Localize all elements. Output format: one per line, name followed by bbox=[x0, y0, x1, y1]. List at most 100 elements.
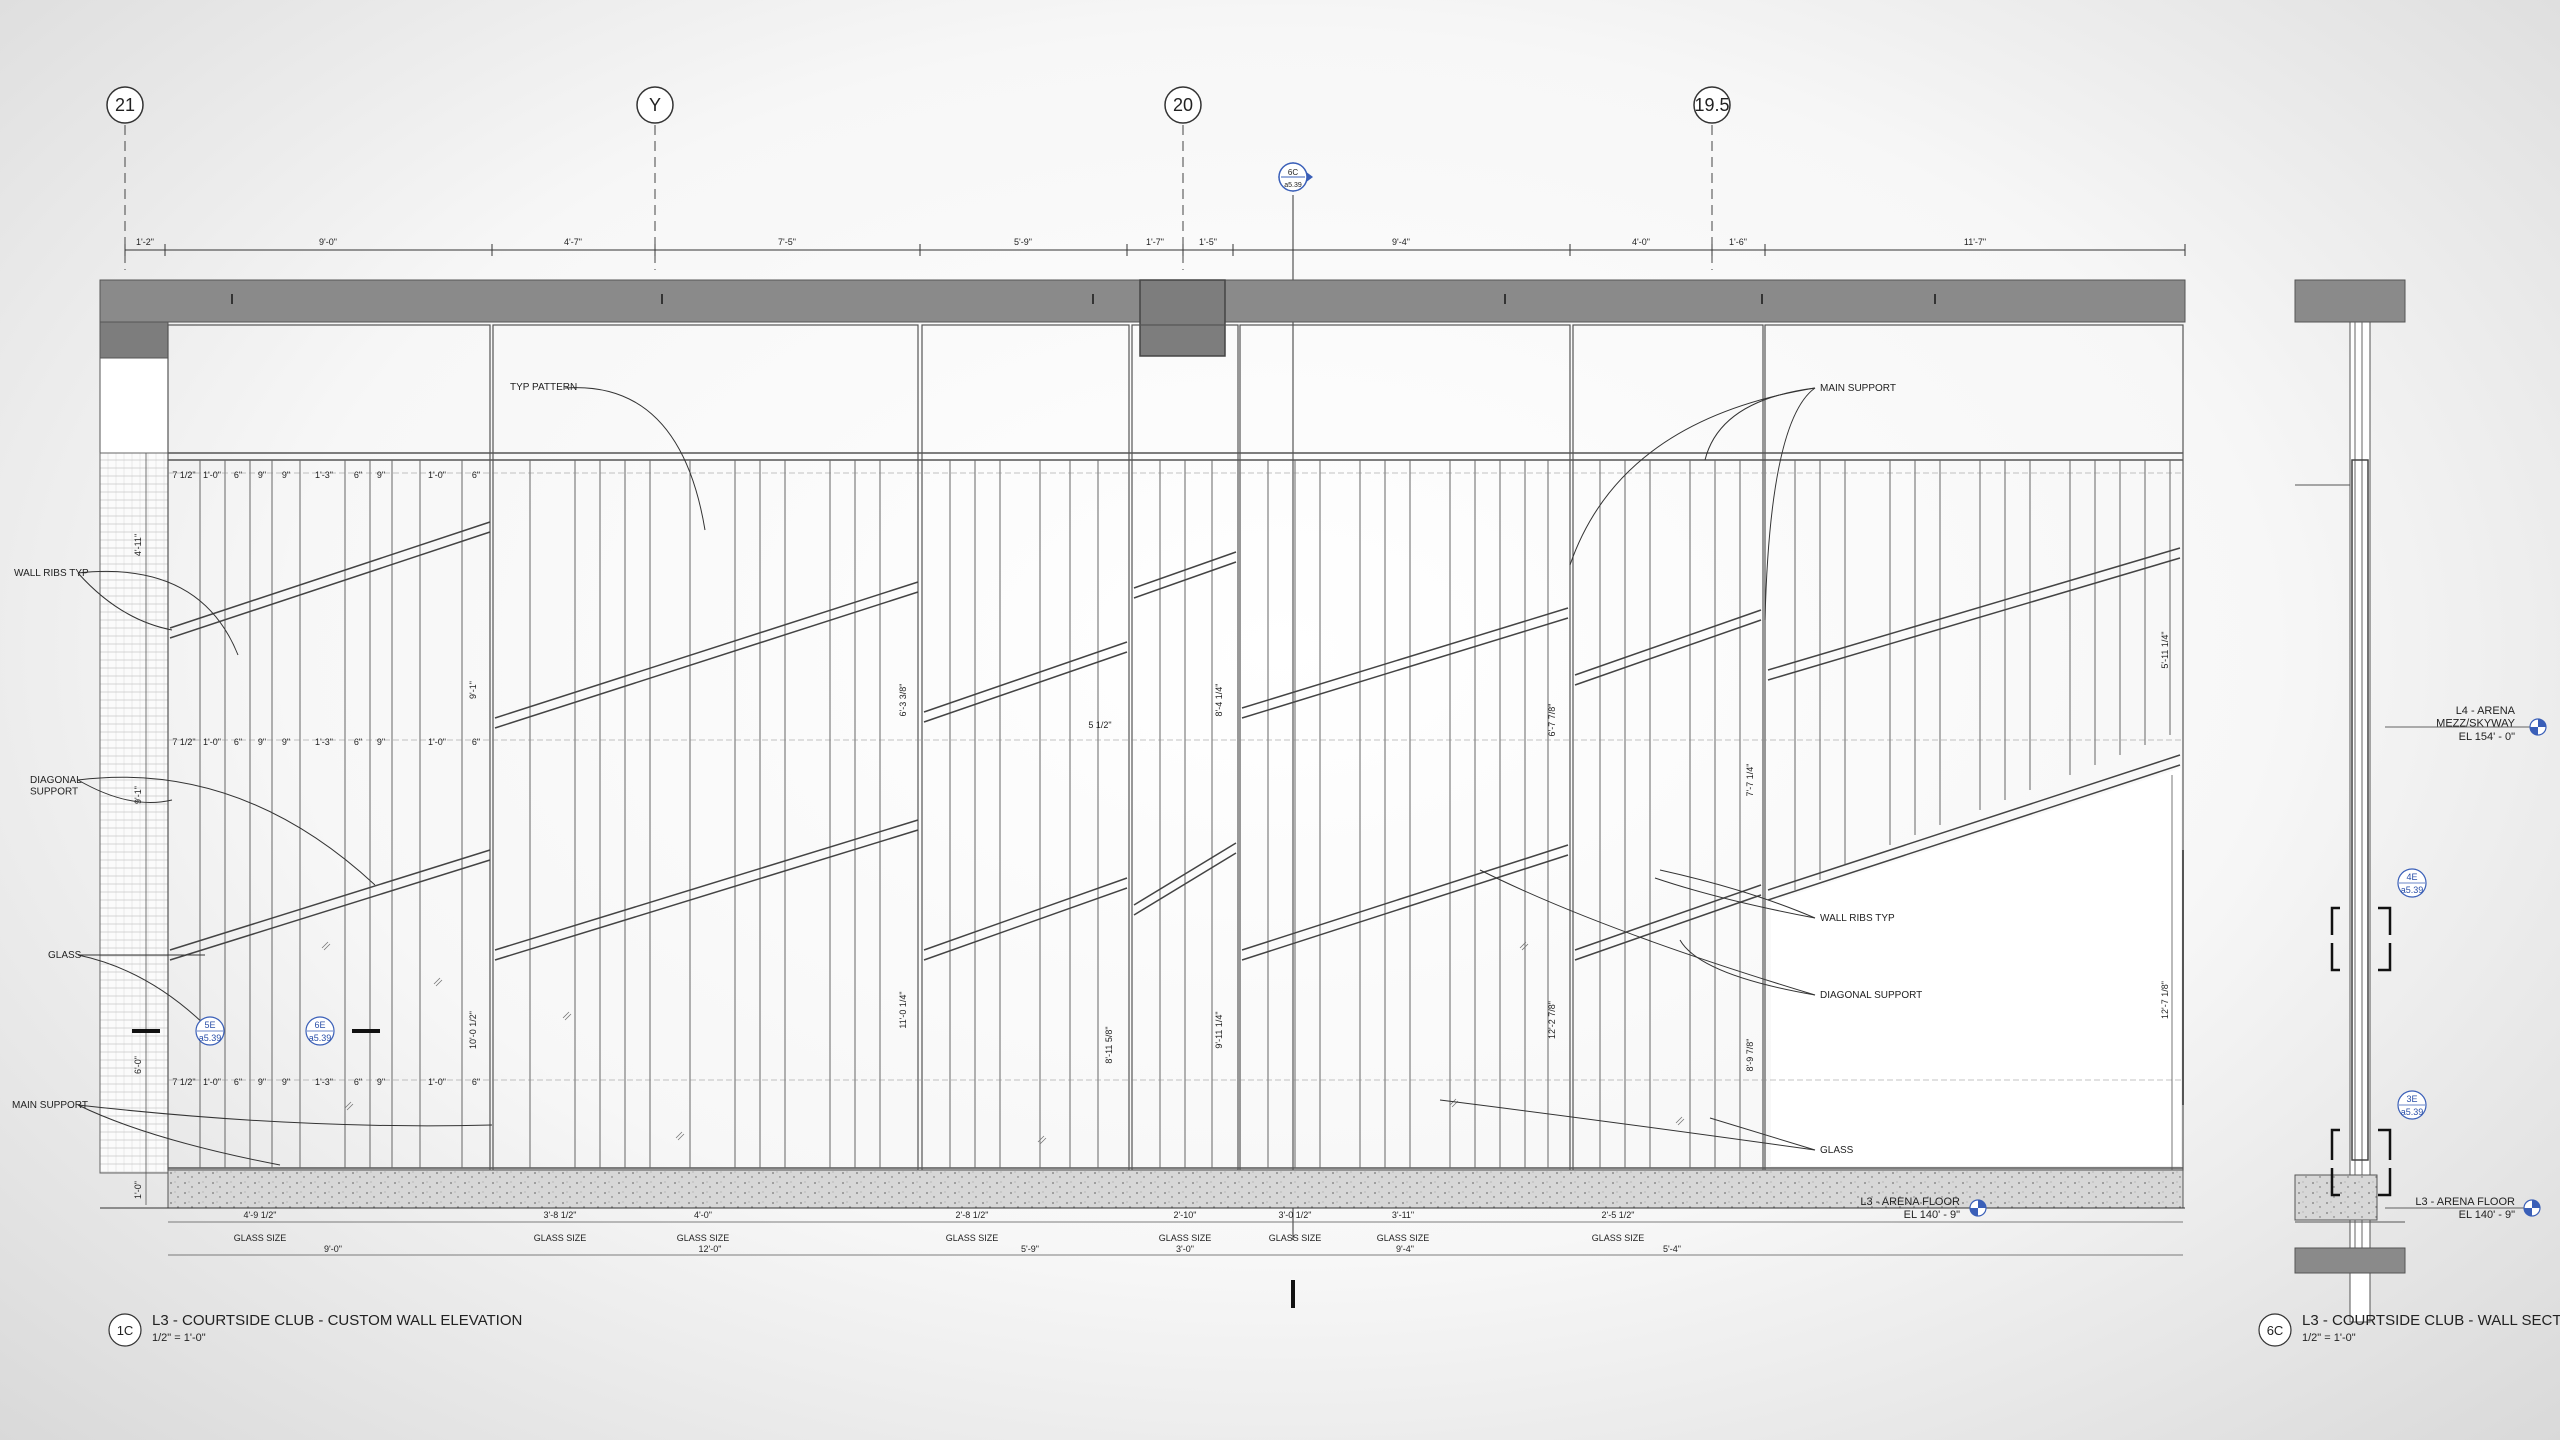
rib-dim: 6" bbox=[472, 1077, 480, 1087]
vertical-dim: 10'-0 1/2" bbox=[468, 1011, 478, 1049]
rib-dim: 7 1/2" bbox=[172, 737, 195, 747]
tag-sheet: a5.39 bbox=[199, 1033, 222, 1043]
callout-labels: TYP PATTERN MAIN SUPPORT WALL RIBS TYP D… bbox=[12, 382, 1922, 1156]
vertical-dim: 8'-4 1/4" bbox=[1214, 684, 1224, 717]
framing-headers bbox=[168, 452, 2183, 1169]
title-id: 6C bbox=[2267, 1323, 2284, 1338]
grid-lines bbox=[124, 125, 1713, 270]
overall-dim: 1'-2" bbox=[136, 237, 154, 247]
title-section: 6C L3 - COURTSIDE CLUB - WALL SECTION 1/… bbox=[2258, 1312, 2560, 1347]
grid-bubble-20: 20 bbox=[1164, 86, 1202, 124]
elevation-tag-5e[interactable]: 5E a5.39 bbox=[132, 1016, 225, 1046]
grid-bubble-y: Y bbox=[636, 86, 674, 124]
grid-bubble-label: Y bbox=[649, 95, 661, 115]
title-name: L3 - COURTSIDE CLUB - CUSTOM WALL ELEVAT… bbox=[152, 1312, 522, 1329]
rib-dim: 1'-0" bbox=[203, 1077, 221, 1087]
overall-dim: 5'-9" bbox=[1014, 237, 1032, 247]
bottom-dim: 9'-4" bbox=[1396, 1244, 1414, 1254]
glass-size-label: GLASS SIZE bbox=[1592, 1233, 1645, 1243]
vertical-dim: 6'-7 7/8" bbox=[1547, 704, 1557, 737]
rib-dim: 7 1/2" bbox=[172, 1077, 195, 1087]
bottom-dim: 3'-8 1/2" bbox=[544, 1210, 577, 1220]
vertical-dim: 6'-0" bbox=[133, 1056, 143, 1074]
rib-dim: 6" bbox=[354, 1077, 362, 1087]
rib-dim: 9" bbox=[258, 737, 266, 747]
rib-dim: 1'-3" bbox=[315, 1077, 333, 1087]
elevation-tag-4e[interactable]: 4E a5.39 bbox=[2397, 868, 2427, 898]
rib-dimension-rows: 7 1/2" 1'-0" 6" 9" 9" 1'-3" 6" 9" 1'-0" … bbox=[168, 470, 2183, 1087]
tag-sheet: a5.39 bbox=[2401, 1107, 2424, 1117]
callout-wall-ribs-right: WALL RIBS TYP bbox=[1820, 913, 1895, 924]
vertical-dim: 11'-0 1/4" bbox=[898, 991, 908, 1028]
title-elevation: 1C L3 - COURTSIDE CLUB - CUSTOM WALL ELE… bbox=[108, 1312, 522, 1347]
glass-size-label: GLASS SIZE bbox=[946, 1233, 999, 1243]
elevation-tag-3e[interactable]: 3E a5.39 bbox=[2397, 1090, 2427, 1120]
rib-dim: 6" bbox=[472, 470, 480, 480]
bottom-dim: 2'-5 1/2" bbox=[1602, 1210, 1635, 1220]
rib-dim: 6" bbox=[234, 470, 242, 480]
callout-diagonal-right: DIAGONAL SUPPORT bbox=[1820, 990, 1922, 1001]
bottom-dim: 4'-0" bbox=[694, 1210, 712, 1220]
level-mezz-el: EL 154' - 0" bbox=[2459, 731, 2515, 743]
vertical-dimensions: 4'-11" 9'-1" 6'-0" 1'-0" 9'-1" 10'-0 1/2… bbox=[133, 453, 2173, 1205]
vertical-dim: 9'-11 1/4" bbox=[1214, 1011, 1224, 1048]
elevation-tag-6e[interactable]: 6E a5.39 bbox=[305, 1016, 380, 1046]
tag-id: 3E bbox=[2406, 1094, 2417, 1104]
vertical-dim: 5'-11 1/4" bbox=[2160, 631, 2170, 668]
overall-dim: 1'-5" bbox=[1199, 237, 1217, 247]
glass-size-label: GLASS SIZE bbox=[677, 1233, 730, 1243]
wall-ribs bbox=[199, 460, 2171, 1168]
vertical-dim: 12'-2 7/8" bbox=[1547, 1001, 1557, 1039]
rib-dim: 9" bbox=[258, 470, 266, 480]
glass-size-label: GLASS SIZE bbox=[1159, 1233, 1212, 1243]
title-scale: 1/2" = 1'-0" bbox=[2302, 1332, 2356, 1344]
top-beam bbox=[99, 279, 2186, 359]
glass-size-label: GLASS SIZE bbox=[234, 1233, 287, 1243]
grid-bubble-21: 21 bbox=[106, 86, 144, 124]
glass-size-label: GLASS SIZE bbox=[1269, 1233, 1322, 1243]
concrete-base bbox=[100, 1169, 2185, 1209]
overall-dim: 9'-4" bbox=[1392, 237, 1410, 247]
tag-id: 4E bbox=[2406, 872, 2417, 882]
bottom-dim: 4'-9 1/2" bbox=[244, 1210, 277, 1220]
bottom-dim: 3'-0" bbox=[1176, 1244, 1194, 1254]
section-mark-6c[interactable]: 6C a5.39 bbox=[1278, 162, 1313, 1308]
left-wall-hatch bbox=[99, 357, 169, 1174]
rib-dim: 6" bbox=[354, 470, 362, 480]
overall-dim: 1'-6" bbox=[1729, 237, 1747, 247]
title-scale: 1/2" = 1'-0" bbox=[152, 1332, 206, 1344]
rib-dim: 6" bbox=[472, 737, 480, 747]
vertical-dim: 6'-3 3/8" bbox=[898, 684, 908, 717]
rib-dim: 9" bbox=[377, 1077, 385, 1087]
section-mark-id: 6C bbox=[1288, 168, 1298, 177]
rib-dim: 1'-3" bbox=[315, 470, 333, 480]
rib-dim: 1'-0" bbox=[203, 470, 221, 480]
glass-markers bbox=[321, 941, 1685, 1145]
vertical-dim: 1'-0" bbox=[133, 1181, 143, 1199]
callout-typ-pattern: TYP PATTERN bbox=[510, 382, 577, 393]
rib-dim: 9" bbox=[282, 737, 290, 747]
overall-dim: 11'-7" bbox=[1964, 237, 1986, 247]
rib-dim: 1'-0" bbox=[428, 470, 446, 480]
bottom-dim: 3'-11" bbox=[1392, 1210, 1414, 1220]
overall-dim: 7'-5" bbox=[778, 237, 796, 247]
rib-dim: 9" bbox=[282, 470, 290, 480]
grid-bubble-label: 20 bbox=[1173, 95, 1193, 115]
glass-size-label: GLASS SIZE bbox=[1377, 1233, 1430, 1243]
callout-glass-left: GLASS bbox=[48, 950, 82, 961]
rib-dim: 1'-0" bbox=[203, 737, 221, 747]
bottom-dim: 5'-4" bbox=[1663, 1244, 1681, 1254]
bottom-dim: 2'-8 1/2" bbox=[956, 1210, 989, 1220]
level-floor-el: EL 140' - 9" bbox=[2459, 1209, 2515, 1221]
rib-dim: 7 1/2" bbox=[172, 470, 195, 480]
grid-bubble-19-5: 19.5 bbox=[1693, 86, 1731, 124]
vertical-dim: 8'-11 5/8" bbox=[1104, 1026, 1114, 1063]
overall-dim: 4'-0" bbox=[1632, 237, 1650, 247]
rib-dim: 1'-3" bbox=[315, 737, 333, 747]
vertical-dim: 4'-11" bbox=[133, 534, 143, 556]
glass-void bbox=[1771, 768, 2181, 1166]
callout-main-support-top: MAIN SUPPORT bbox=[1820, 383, 1896, 394]
